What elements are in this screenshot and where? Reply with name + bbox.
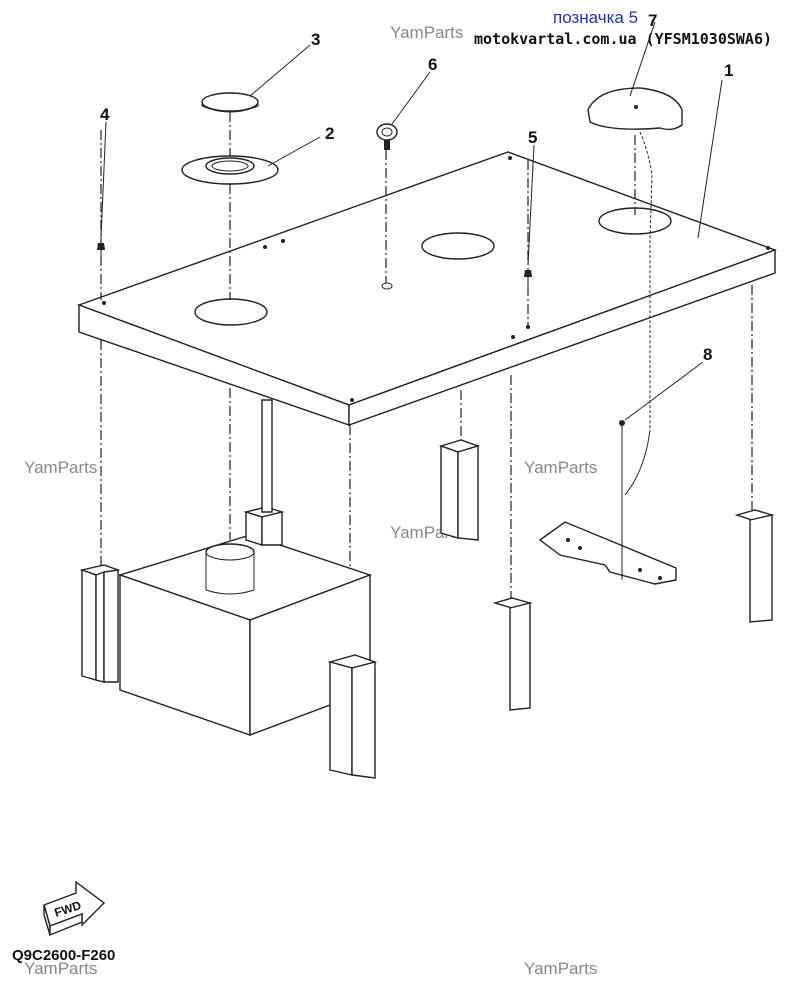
chain [619, 131, 653, 580]
lid [587, 87, 683, 131]
watermark: YamParts [524, 959, 597, 978]
watermark: YamParts [524, 458, 597, 477]
callout-1: 1 [724, 61, 733, 80]
grommet-ring [181, 155, 279, 185]
callout-6: 6 [428, 55, 437, 74]
header-site-text: motokvartal.com.ua (YFSM1030SWA6) [474, 30, 772, 48]
hidden-leg-lines [100, 285, 753, 655]
callout-8: 8 [703, 345, 712, 364]
cap [201, 92, 259, 113]
callout-leaders [100, 21, 723, 421]
header-link[interactable]: позначка 5 [553, 8, 638, 27]
fwd-arrow-icon: FWD [43, 880, 106, 937]
eye-bolt [376, 123, 398, 150]
watermark: YamParts [24, 959, 97, 978]
callout-7: 7 [648, 11, 657, 30]
callout-3: 3 [311, 30, 320, 49]
diagram-code: Q9C2600-F260 [12, 947, 115, 964]
assembly-lines [100, 112, 636, 325]
callout-5: 5 [528, 128, 537, 147]
watermark: YamParts [390, 23, 463, 42]
callout-2: 2 [325, 124, 334, 143]
leg-brackets [79, 399, 775, 779]
bolt [97, 243, 105, 262]
bolt [524, 270, 532, 290]
fuel-tank [117, 534, 373, 737]
mounting-bracket [538, 521, 677, 585]
callout-4: 4 [100, 105, 110, 124]
panel [76, 151, 778, 426]
watermark: YamParts [24, 458, 97, 477]
